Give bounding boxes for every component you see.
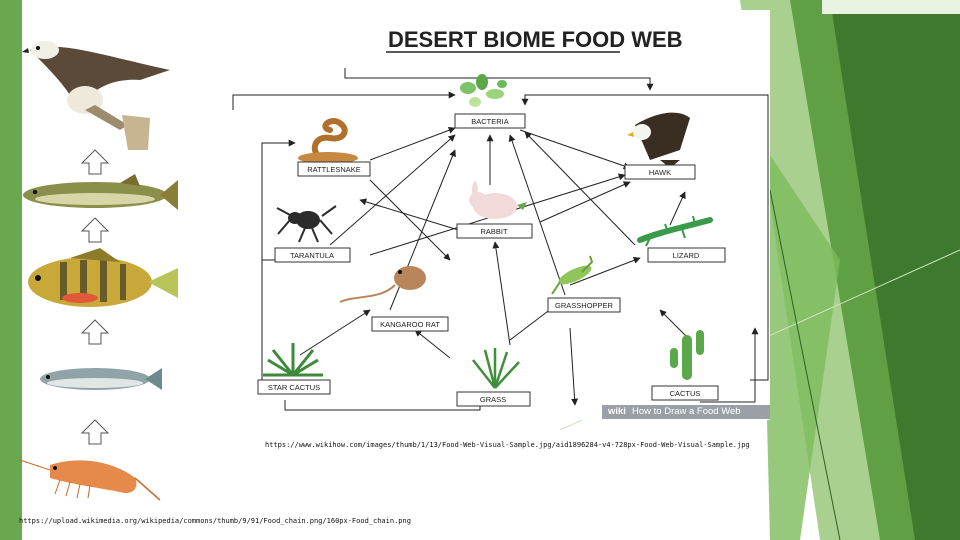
node-star-cactus <box>257 379 331 395</box>
label-tarantula: TARANTULA <box>290 251 334 260</box>
arrow-tarantula-bacteria <box>329 134 456 246</box>
top-right-light-strip <box>822 0 960 14</box>
arrow-outer-left-bacteria <box>232 91 456 110</box>
arrow-rattlesnake-bacteria <box>369 126 456 161</box>
arrow-starcactus-kangaroorat <box>299 309 371 356</box>
label-bacteria: BACTERIA <box>471 117 509 126</box>
arrow-up-icon <box>80 149 110 175</box>
arrow-up-icon <box>80 419 110 445</box>
arrow-lizard-bacteria <box>524 131 636 246</box>
node-bacteria <box>454 113 526 129</box>
label-hawk: HAWK <box>649 168 671 177</box>
arrow-grass-kangaroorat <box>414 329 451 359</box>
grass-icon <box>472 348 520 389</box>
arrow-rattlesnake-kangaroorat <box>369 179 451 261</box>
node-tarantula <box>274 247 351 263</box>
watermark-text: How to Draw a Food Web <box>632 406 741 417</box>
watermark-brand: wiki <box>608 406 626 417</box>
osprey-icon <box>22 41 170 150</box>
node-grasshopper <box>547 297 621 313</box>
label-star-cactus: STAR CACTUS <box>268 383 320 392</box>
pike-icon <box>23 174 178 210</box>
left-green-bar <box>0 0 22 540</box>
tarantula-icon <box>276 205 337 243</box>
accent-line-2 <box>769 189 841 540</box>
lizard-icon <box>637 215 713 247</box>
label-rattlesnake: RATTLESNAKE <box>307 165 361 174</box>
arrow-cactus-right-loop <box>700 327 759 403</box>
kangaroo-rat-icon <box>339 266 426 303</box>
arrow-rabbit-rattlesnake <box>359 198 466 233</box>
arrow-cactus-grasshopper <box>659 309 691 341</box>
node-lizard <box>647 247 726 263</box>
arrow-bacteria-hawk <box>519 129 631 170</box>
perch-icon <box>28 248 178 307</box>
node-cactus <box>651 385 719 401</box>
krill-icon <box>19 459 161 501</box>
label-grasshopper: GRASSHOPPER <box>555 301 614 310</box>
diagram-title: DESERT BIOME FOOD WEB <box>388 27 683 52</box>
rabbit-icon <box>469 181 527 219</box>
food-web-diagram: DESERT BIOME FOOD WEB <box>220 10 770 420</box>
node-rabbit <box>456 223 533 239</box>
arrow-up-icon <box>80 319 110 345</box>
arrow-grasshopper-lizard <box>569 257 641 286</box>
label-rabbit: RABBIT <box>480 227 508 236</box>
arrow-rattlesnake-bacteria <box>344 68 654 91</box>
arrow-lizard-hawk <box>669 191 686 226</box>
grasshopper-icon <box>551 255 594 295</box>
arrow-bottom-loop <box>284 394 484 411</box>
cactus-icon <box>670 330 704 380</box>
arrow-grass-rabbit <box>492 241 511 346</box>
arrow-grasshopper-down <box>569 327 579 406</box>
node-rattlesnake <box>297 161 371 177</box>
label-grass: GRASS <box>480 395 506 404</box>
hawk-icon <box>627 112 690 168</box>
label-kangaroo-rat: KANGAROO RAT <box>380 320 440 329</box>
web-image-caption: https://www.wikihow.com/images/thumb/1/1… <box>265 441 750 449</box>
node-grass <box>456 391 531 407</box>
arrow-cactus-bacteria-top <box>521 94 769 381</box>
food-chain-illustration <box>19 41 178 501</box>
label-cactus: CACTUS <box>670 389 701 398</box>
arrow-up-icon <box>80 217 110 243</box>
minnow-icon <box>40 368 162 390</box>
rattlesnake-icon <box>298 118 358 164</box>
wikihow-watermark: wiki How to Draw a Food Web <box>602 405 770 419</box>
arrow-grasshopper-bacteria <box>508 134 566 296</box>
bacteria-icon <box>460 74 507 107</box>
label-lizard: LIZARD <box>673 251 700 260</box>
arrow-star-rattlesnake-loop <box>261 139 296 385</box>
food-web-canvas: DESERT BIOME FOOD WEB <box>232 27 769 411</box>
star-cactus-icon <box>263 343 323 377</box>
right-dark-shape <box>830 0 960 540</box>
node-kangaroo-rat <box>371 316 449 332</box>
chain-image-caption: https://upload.wikimedia.org/wikipedia/c… <box>19 517 411 525</box>
arrow-rabbit-hawk <box>539 181 631 223</box>
node-hawk <box>624 164 696 180</box>
